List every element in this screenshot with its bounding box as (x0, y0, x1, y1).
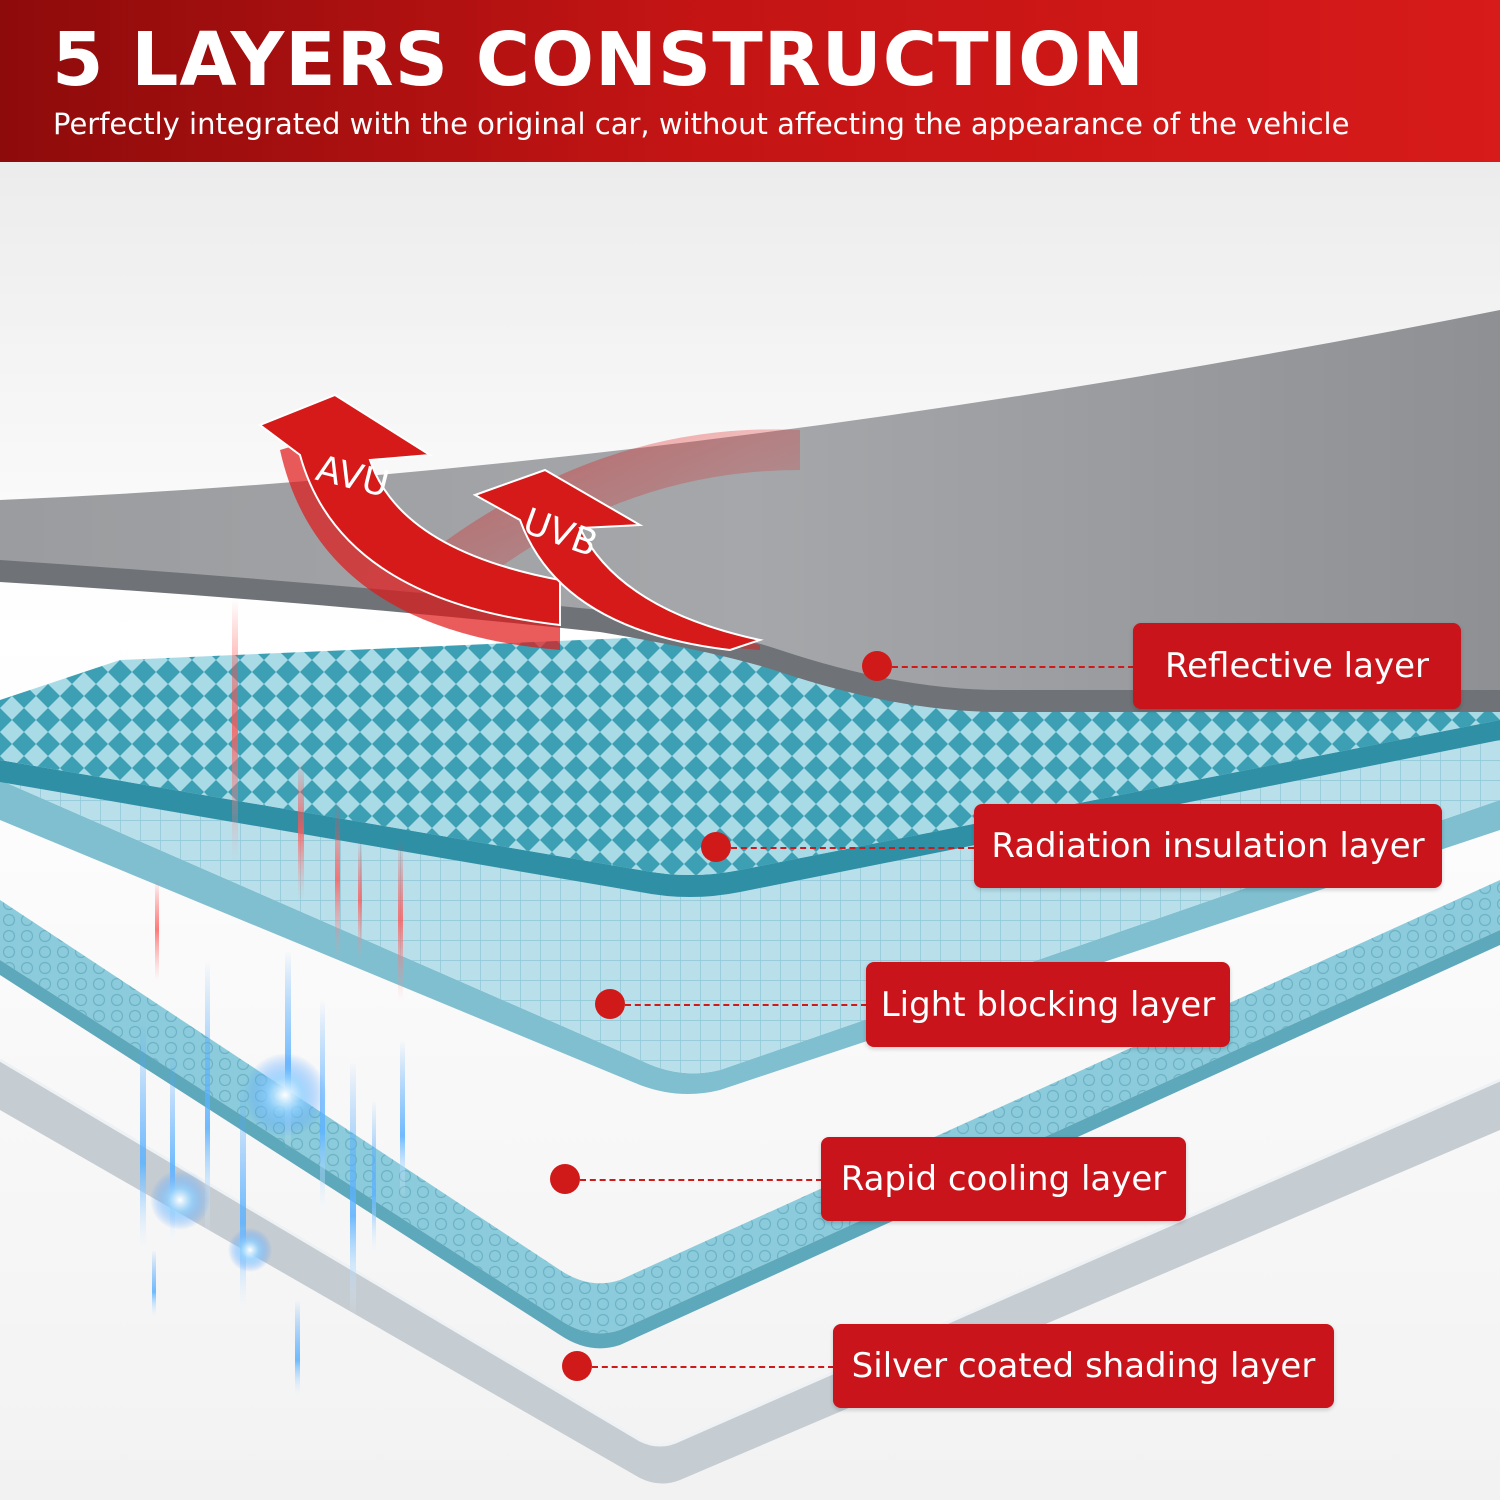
silver-shading-layer (0, 1060, 1500, 1484)
rapid-cooling-leader (580, 1179, 822, 1181)
uvb-arrow: UVB (472, 468, 764, 652)
silver-shading-marker (562, 1351, 592, 1381)
light-blocking-marker (595, 989, 625, 1019)
reflective-layer-marker (862, 651, 892, 681)
header-banner: 5 LAYERS CONSTRUCTION Perfectly integrat… (0, 0, 1500, 162)
page-subtitle: Perfectly integrated with the original c… (53, 107, 1350, 141)
reflective-layer-label: Reflective layer (1133, 623, 1461, 709)
avu-arrow: AVU (257, 393, 561, 650)
light-blocking-label: Light blocking layer (866, 962, 1230, 1047)
rapid-cooling-marker (550, 1164, 580, 1194)
radiation-insulation-label: Radiation insulation layer (974, 804, 1442, 888)
reflective-layer-edge (0, 560, 1500, 712)
heat-glow (420, 429, 800, 590)
rapid-cooling-label: Rapid cooling layer (821, 1137, 1186, 1221)
light-beams (140, 600, 405, 1400)
reflective-layer (0, 310, 1500, 700)
light-blocking-leader (625, 1004, 867, 1006)
reflective-layer-leader (892, 666, 1134, 668)
silver-layer-edge (0, 1058, 1500, 1447)
silver-shading-leader (592, 1366, 834, 1368)
silver-shading-label: Silver coated shading layer (833, 1324, 1334, 1408)
radiation-insulation-leader (731, 847, 974, 849)
radiation-insulation-marker (701, 832, 731, 862)
page-title: 5 LAYERS CONSTRUCTION (52, 17, 1145, 103)
light-blocking-edge (0, 780, 1500, 1094)
